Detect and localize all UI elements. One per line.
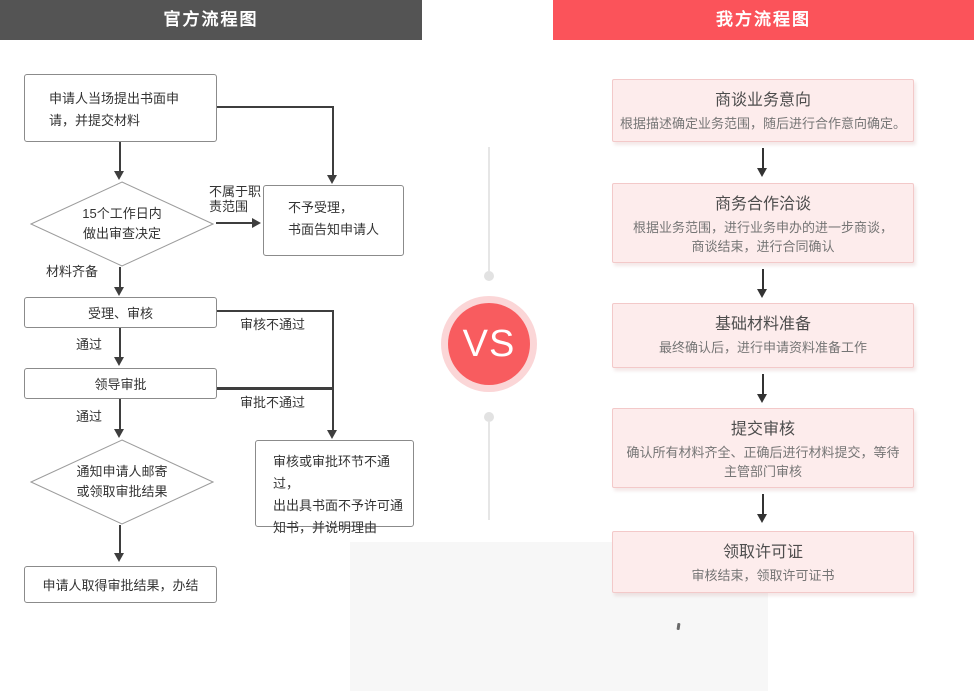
our-step-title: 领取许可证	[722, 544, 803, 561]
our-step-material-prep: 基础材料准备 最终确认后，进行申请资料准备工作	[612, 303, 914, 368]
leader-approve-box: 领导审批	[24, 368, 217, 399]
divider-dot-top	[484, 271, 494, 281]
our-connector-3	[762, 374, 764, 395]
arrow-down-icon	[114, 553, 124, 562]
notify-result-diamond: 通知申请人邮寄 或领取审批结果	[29, 439, 215, 530]
our-step-desc: 根据描述确定业务范围，随后进行合作意向确定。	[619, 116, 906, 131]
connector-review-fail-h	[217, 310, 334, 312]
diamond-shape	[29, 439, 215, 525]
connector-accept-to-approve	[119, 328, 121, 358]
divider-dot-bottom	[484, 412, 494, 422]
our-step-title: 提交审核	[730, 421, 795, 438]
our-flow-header: 我方流程图	[553, 0, 974, 40]
pass-label-2: 通过	[76, 409, 103, 424]
approve-fail-label: 审批不通过	[240, 395, 306, 410]
our-step-desc: 最终确认后，进行申请资料准备工作	[658, 340, 867, 355]
fail-notice-box: 审核或审批环节不通过， 出出具书面不予许可通 知书，并说明理由	[255, 440, 414, 535]
divider-line-top	[488, 147, 490, 271]
official-flow-header: 官方流程图	[0, 0, 422, 40]
our-step-title: 基础材料准备	[714, 316, 811, 333]
materials-ready-label: 材料齐备	[46, 264, 99, 279]
notify-diamond-label: 通知申请人邮寄 或领取审批结果	[76, 464, 168, 499]
connector-review-to-reject	[216, 222, 253, 224]
our-step-title: 商务合作洽谈	[714, 196, 811, 213]
reject-box: 不予受理， 书面告知申请人	[263, 185, 404, 256]
our-connector-2	[762, 269, 764, 290]
our-step-desc: 审核结束，领取许可证书	[691, 568, 835, 583]
connector-fail-v	[332, 310, 334, 431]
arrow-down-icon	[114, 429, 124, 438]
arrow-down-icon	[757, 289, 767, 298]
our-connector-4	[762, 494, 764, 515]
our-step-cooperation-talk: 商务合作洽谈 根据业务范围，进行业务申办的进一步商谈， 商谈结束，进行合同确认	[612, 183, 914, 263]
connector-apply-to-reject-h	[217, 106, 334, 108]
arrow-down-icon	[114, 357, 124, 366]
arrow-down-icon	[757, 168, 767, 177]
vs-badge: VS	[448, 303, 530, 385]
connector-review-to-accept	[119, 267, 121, 288]
our-step-business-intent: 商谈业务意向 根据描述确定业务范围，随后进行合作意向确定。	[612, 79, 914, 142]
connector-apply-to-reject-v	[332, 106, 334, 176]
arrow-down-icon	[114, 287, 124, 296]
pass-label-1: 通过	[76, 337, 103, 352]
our-step-desc: 根据业务范围，进行业务申办的进一步商谈， 商谈结束，进行合同确认	[632, 220, 893, 254]
our-connector-1	[762, 148, 764, 169]
connector-apply-to-review	[119, 142, 121, 172]
arrow-down-icon	[757, 514, 767, 523]
apply-box: 申请人当场提出书面申 请，并提交材料	[24, 74, 217, 142]
connector-approve-to-notify	[119, 399, 121, 429]
diamond-shape	[29, 181, 215, 267]
arrow-right-icon	[252, 218, 261, 228]
our-step-get-license: 领取许可证 审核结束，领取许可证书	[612, 531, 914, 593]
review-diamond-label: 15个工作日内 做出审查决定	[82, 206, 162, 241]
our-step-desc: 确认所有材料齐全、正确后进行材料提交，等待 主管部门审核	[626, 445, 900, 479]
our-step-submit-review: 提交审核 确认所有材料齐全、正确后进行材料提交，等待 主管部门审核	[612, 408, 914, 488]
our-step-title: 商谈业务意向	[714, 92, 811, 109]
connector-approve-fail-h	[217, 387, 333, 390]
review-decision-diamond: 15个工作日内 做出审查决定	[29, 181, 215, 272]
review-fail-label: 审核不通过	[240, 317, 306, 332]
arrow-down-icon	[327, 175, 337, 184]
divider-line-bottom	[488, 422, 490, 520]
accept-review-box: 受理、审核	[24, 297, 217, 328]
arrow-down-icon	[757, 394, 767, 403]
connector-notify-to-result	[119, 525, 121, 554]
result-box: 申请人取得审批结果，办结	[24, 566, 217, 603]
not-in-scope-label: 不属于职 责范围	[209, 184, 262, 214]
arrow-down-icon	[327, 430, 337, 439]
arrow-down-icon	[114, 171, 124, 180]
